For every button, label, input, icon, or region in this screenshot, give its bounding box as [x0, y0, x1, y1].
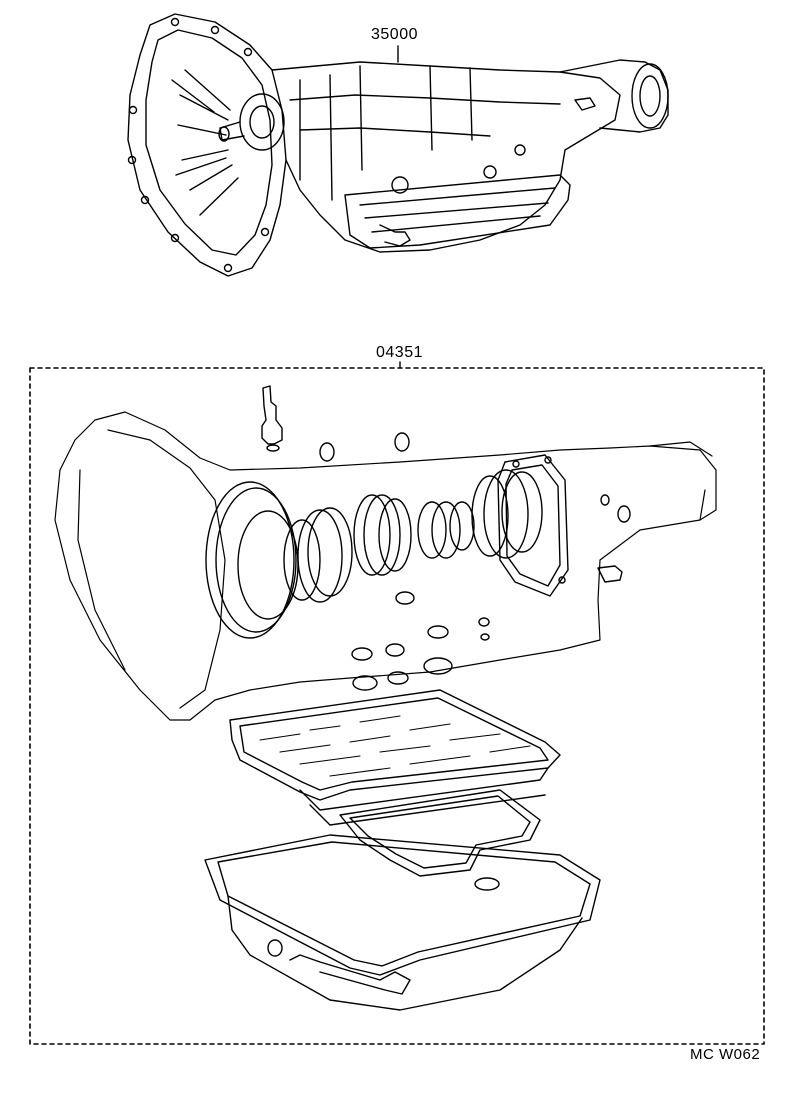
part-number-assembly: 35000 [371, 26, 418, 43]
figure-code: MC W062 [690, 1046, 761, 1063]
part-number-gasket-kit: 04351 [376, 344, 423, 361]
gasket-kit-frame [29, 367, 765, 1045]
transmission-phantom-outline [54, 411, 717, 721]
transmission-assembly-illustration [127, 13, 669, 277]
kit-parts [204, 385, 631, 1011]
